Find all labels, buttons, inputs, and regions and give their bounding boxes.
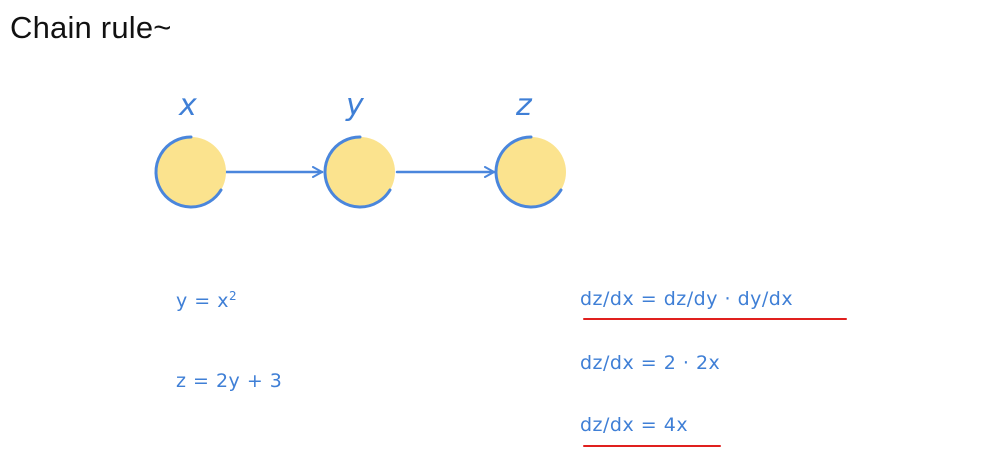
node-label-z: z bbox=[515, 88, 533, 123]
node-y bbox=[325, 137, 395, 207]
node-label-y: y bbox=[345, 88, 365, 123]
node-label-x: x bbox=[178, 88, 197, 123]
equation-chain-rule: dz/dx = dz/dy · dy/dx bbox=[580, 288, 794, 310]
underline-chain-rule bbox=[583, 318, 847, 320]
node-x-outline bbox=[154, 135, 223, 209]
page-title: Chain rule~ bbox=[10, 10, 172, 45]
node-x bbox=[156, 137, 226, 207]
node-z-outline bbox=[494, 135, 563, 209]
equation-z-of-y: z = 2y + 3 bbox=[176, 370, 283, 392]
equation-y-of-x: y = x2 bbox=[176, 290, 237, 312]
equation-y-of-x-exponent: 2 bbox=[229, 289, 238, 303]
equation-y-of-x-base: y = x bbox=[176, 290, 229, 312]
underline-result bbox=[583, 445, 721, 447]
node-z bbox=[496, 137, 566, 207]
node-y-outline bbox=[323, 135, 392, 209]
equation-substituted: dz/dx = 2 · 2x bbox=[580, 352, 721, 374]
equation-result: dz/dx = 4x bbox=[580, 414, 689, 436]
